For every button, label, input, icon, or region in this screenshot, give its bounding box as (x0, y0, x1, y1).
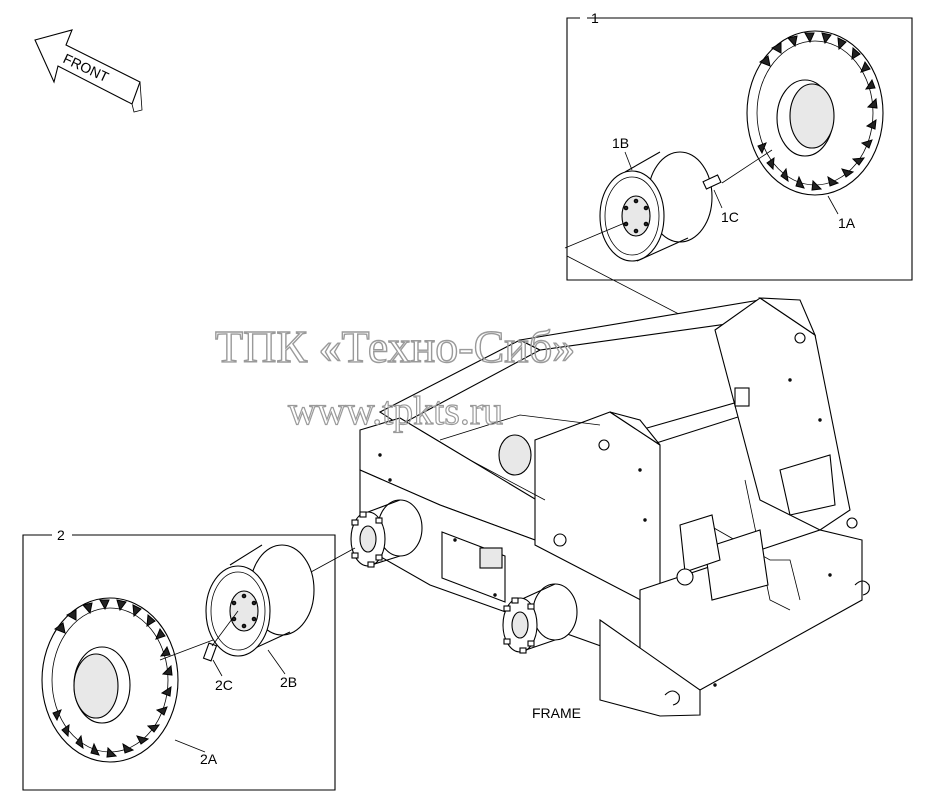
front-arrow: FRONT (34, 29, 143, 113)
rim-1b-label: 1B (612, 135, 629, 151)
group-1-number: 1 (591, 10, 599, 26)
group-2-number: 2 (57, 527, 65, 543)
group-1-box: 1 (566, 10, 913, 281)
front-axle-hub (350, 499, 423, 568)
watermark: ТПК «Техно-Сиб» www.tpkts.ru (214, 320, 576, 433)
rear-axle-hub (502, 583, 578, 654)
watermark-line-2: www.tpkts.ru (288, 388, 503, 433)
frame-label: FRAME (532, 705, 581, 721)
rim-1b: 1B (599, 135, 713, 262)
tire-2a: 2A (41, 597, 218, 767)
valve-2c-label: 2C (215, 677, 233, 693)
valve-1c: 1C (564, 149, 773, 249)
group-2-box: 2 (22, 527, 336, 791)
rim-2b-label: 2B (280, 674, 297, 690)
tire-1a-label: 1A (838, 215, 856, 231)
valve-2c: 2C (202, 610, 239, 693)
valve-1c-label: 1C (721, 209, 739, 225)
rim-2b: 2B (205, 544, 315, 690)
watermark-line-1: ТПК «Техно-Сиб» (215, 321, 575, 372)
tire-1a: 1A (746, 30, 884, 231)
tire-2a-label: 2A (200, 751, 218, 767)
